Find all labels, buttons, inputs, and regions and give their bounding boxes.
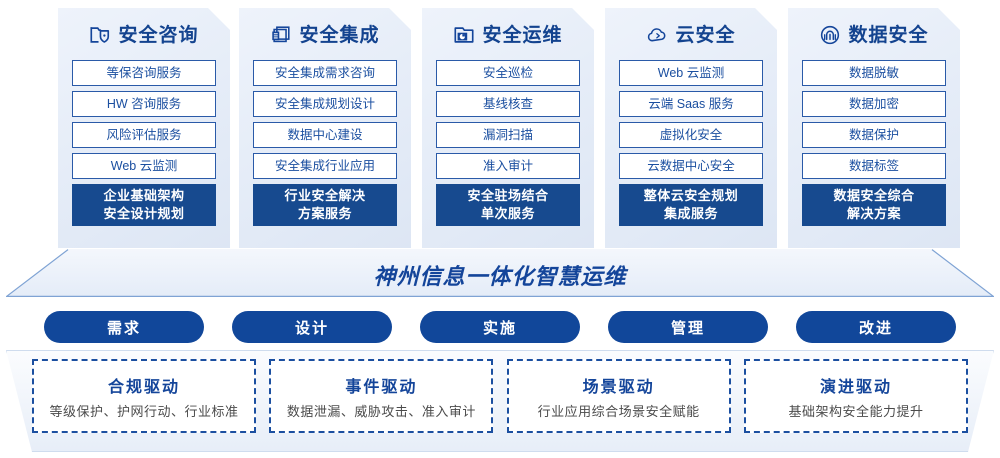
pillar-item[interactable]: 安全集成需求咨询 <box>253 60 397 86</box>
folder-shield-icon <box>89 24 111 46</box>
driver-title: 场景驱动 <box>582 378 655 396</box>
pillar-card-3[interactable]: 安全运维 安全巡检 基线核查 漏洞扫描 准入审计 安全驻场结合 单次服务 <box>422 8 594 248</box>
pillar-item[interactable]: 漏洞扫描 <box>436 122 580 148</box>
pillar-item[interactable]: 云数据中心安全 <box>619 153 763 179</box>
fingerprint-icon <box>819 24 841 46</box>
pillar-card-1[interactable]: 安全咨询 等保咨询服务 HW 咨询服务 风险评估服务 Web 云监测 企业基础架… <box>58 8 230 248</box>
driver-description: 行业应用综合场景安全赋能 <box>537 403 700 419</box>
pillar-item-list: Web 云监测 云端 Saas 服务 虚拟化安全 云数据中心安全 <box>619 60 763 179</box>
pillar-item[interactable]: 安全巡检 <box>436 60 580 86</box>
pillar-header-5: 数据安全 <box>819 12 928 58</box>
pillar-item[interactable]: 准入审计 <box>436 153 580 179</box>
pillar-highlight-line2: 方案服务 <box>297 206 352 221</box>
driver-description: 基础架构安全能力提升 <box>788 403 924 419</box>
driver-title: 演进驱动 <box>819 378 892 396</box>
pillar-highlight-line1: 安全驻场结合 <box>467 188 549 203</box>
pillar-highlight[interactable]: 安全驻场结合 单次服务 <box>436 184 580 226</box>
driver-card-1[interactable]: 合规驱动 等级保护、护网行动、行业标准 <box>32 359 256 433</box>
process-step-4[interactable]: 管理 <box>608 311 768 343</box>
pillar-item-list: 安全集成需求咨询 安全集成规划设计 数据中心建设 安全集成行业应用 <box>253 60 397 179</box>
pillar-header-2: 安全集成 <box>270 12 379 58</box>
pillar-cards-row: 安全咨询 等保咨询服务 HW 咨询服务 风险评估服务 Web 云监测 企业基础架… <box>0 0 1000 252</box>
process-step-3[interactable]: 实施 <box>420 311 580 343</box>
driver-card-2[interactable]: 事件驱动 数据泄漏、威胁攻击、准入审计 <box>269 359 494 433</box>
platform-banner: 神州信息一体化智慧运维 <box>6 249 994 297</box>
process-step-1[interactable]: 需求 <box>44 311 204 343</box>
pillar-highlight-line1: 整体云安全规划 <box>643 188 739 203</box>
driver-title: 事件驱动 <box>345 378 418 396</box>
pillar-item[interactable]: 数据标签 <box>802 153 946 179</box>
pillar-item[interactable]: Web 云监测 <box>72 153 216 179</box>
pillar-title: 安全咨询 <box>118 24 199 46</box>
pillar-highlight[interactable]: 整体云安全规划 集成服务 <box>619 184 763 226</box>
pillar-title: 云安全 <box>675 24 736 46</box>
pillar-card-2[interactable]: 安全集成 安全集成需求咨询 安全集成规划设计 数据中心建设 安全集成行业应用 行… <box>239 8 411 248</box>
pillar-highlight-line1: 行业安全解决 <box>284 188 366 203</box>
pillar-item[interactable]: 数据中心建设 <box>253 122 397 148</box>
pillar-title: 安全运维 <box>482 24 563 46</box>
pillar-item-list: 等保咨询服务 HW 咨询服务 风险评估服务 Web 云监测 <box>72 60 216 179</box>
driver-card-4[interactable]: 演进驱动 基础架构安全能力提升 <box>743 359 968 433</box>
pillar-item[interactable]: 虚拟化安全 <box>619 122 763 148</box>
pillar-item[interactable]: 安全集成规划设计 <box>253 91 397 117</box>
stacked-documents-icon <box>270 24 292 46</box>
pillar-item[interactable]: 数据保护 <box>802 122 946 148</box>
pillar-highlight[interactable]: 企业基础架构 安全设计规划 <box>72 184 216 226</box>
process-steps: 需求 设计 实施 管理 改进 <box>44 311 956 343</box>
driver-description: 数据泄漏、威胁攻击、准入审计 <box>286 403 476 419</box>
pillar-item[interactable]: Web 云监测 <box>619 60 763 86</box>
pillar-item-list: 安全巡检 基线核查 漏洞扫描 准入审计 <box>436 60 580 179</box>
pillar-highlight-line2: 解决方案 <box>846 206 901 221</box>
pillar-highlight-line1: 数据安全综合 <box>833 188 915 203</box>
pillar-item[interactable]: 数据脱敏 <box>802 60 946 86</box>
pillar-highlight-line2: 单次服务 <box>480 206 535 221</box>
pillar-highlight-line2: 集成服务 <box>663 206 718 221</box>
process-step-5[interactable]: 改进 <box>796 311 956 343</box>
pillar-highlight[interactable]: 数据安全综合 解决方案 <box>802 184 946 226</box>
pillar-card-4[interactable]: 云安全 Web 云监测 云端 Saas 服务 虚拟化安全 云数据中心安全 整体云… <box>605 8 777 248</box>
folder-chart-icon <box>453 24 475 46</box>
pillar-item[interactable]: 云端 Saas 服务 <box>619 91 763 117</box>
driver-description: 等级保护、护网行动、行业标准 <box>49 403 239 419</box>
pillar-highlight-line2: 安全设计规划 <box>103 206 185 221</box>
pillar-header-4: 云安全 <box>646 12 735 58</box>
banner-outline <box>6 249 994 297</box>
pillar-item[interactable]: 数据加密 <box>802 91 946 117</box>
driver-title: 合规驱动 <box>107 378 180 396</box>
pillar-item[interactable]: HW 咨询服务 <box>72 91 216 117</box>
pillar-item[interactable]: 风险评估服务 <box>72 122 216 148</box>
pillar-card-5[interactable]: 数据安全 数据脱敏 数据加密 数据保护 数据标签 数据安全综合 解决方案 <box>788 8 960 248</box>
pillar-item[interactable]: 等保咨询服务 <box>72 60 216 86</box>
pillar-title: 数据安全 <box>848 24 929 46</box>
pillar-highlight[interactable]: 行业安全解决 方案服务 <box>253 184 397 226</box>
banner-shape <box>6 249 994 297</box>
pillar-item[interactable]: 基线核查 <box>436 91 580 117</box>
cloud-icon <box>646 24 668 46</box>
drivers-panel: 合规驱动 等级保护、护网行动、行业标准 事件驱动 数据泄漏、威胁攻击、准入审计 … <box>6 350 994 452</box>
driver-card-3[interactable]: 场景驱动 行业应用综合场景安全赋能 <box>506 359 731 433</box>
banner-title: 神州信息一体化智慧运维 <box>373 264 627 289</box>
pillar-highlight-line1: 企业基础架构 <box>103 188 185 203</box>
pillar-item-list: 数据脱敏 数据加密 数据保护 数据标签 <box>802 60 946 179</box>
pillar-header-1: 安全咨询 <box>89 12 198 58</box>
pillar-header-3: 安全运维 <box>453 12 562 58</box>
pillar-item[interactable]: 安全集成行业应用 <box>253 153 397 179</box>
drivers-row: 合规驱动 等级保护、护网行动、行业标准 事件驱动 数据泄漏、威胁攻击、准入审计 … <box>32 359 968 435</box>
pillar-title: 安全集成 <box>299 24 380 46</box>
process-step-2[interactable]: 设计 <box>232 311 392 343</box>
